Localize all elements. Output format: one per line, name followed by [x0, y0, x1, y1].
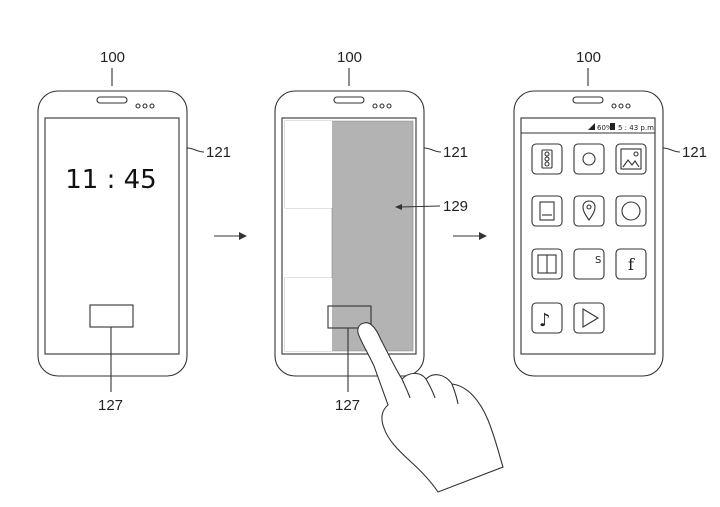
app-tile-7[interactable] — [531, 248, 563, 280]
phone-1: 100 11 : 45 121 127 — [37, 49, 231, 414]
phone-2-ref-label: 100 — [337, 49, 362, 66]
notepad-icon — [539, 201, 555, 221]
app-tile-9[interactable]: f — [615, 248, 647, 280]
app-tile-6[interactable] — [615, 195, 647, 227]
phone-1-speaker — [96, 96, 128, 104]
phone-3-speaker — [572, 96, 604, 104]
circle-icon — [582, 152, 596, 166]
s-app-icon: S — [595, 255, 601, 266]
phone-3-screen-ref-label: 121 — [682, 144, 707, 161]
signal-icon — [588, 123, 595, 130]
app-tile-3[interactable] — [615, 143, 647, 175]
phone-2-button-ref-label: 127 — [335, 397, 360, 414]
phone-2-pattern-ref-label: 129 — [443, 198, 468, 215]
phone-3-body — [513, 90, 664, 377]
phone-2-body — [274, 90, 425, 377]
phone-2: 100 121 129 127 — [274, 49, 504, 493]
battery-percent-text: 60% — [597, 124, 613, 132]
phone-3-screen-ref-leader — [662, 147, 681, 153]
play-icon — [582, 308, 600, 328]
app-tile-1[interactable] — [531, 143, 563, 175]
phone-2-pattern-ref-leader — [399, 205, 441, 208]
book-icon — [537, 254, 557, 274]
finger-hand-illustration — [357, 322, 504, 493]
phone-2-screen-ref-leader — [423, 147, 442, 153]
hand-detail-3 — [451, 383, 459, 405]
phone-1-unlock-button[interactable] — [89, 304, 134, 328]
phone-3-ref-label: 100 — [576, 49, 601, 66]
phone-1-sensors — [135, 103, 155, 109]
app-tile-8[interactable]: S — [573, 248, 605, 280]
phone-2-screen-ref-label: 121 — [443, 144, 468, 161]
app-tile-5[interactable] — [573, 195, 605, 227]
phone-1-screen-ref-leader — [186, 147, 205, 153]
phone-3: 100 60% 5 : 43 p.m. 121 — [513, 49, 707, 377]
battery-icon — [610, 123, 615, 130]
app-tile-11[interactable] — [573, 302, 605, 334]
traffic-light-icon — [541, 149, 553, 169]
phone-1-screen-ref-label: 121 — [206, 144, 231, 161]
map-pin-icon — [582, 200, 596, 221]
phone-1-body — [37, 90, 188, 377]
app-tile-2[interactable] — [573, 143, 605, 175]
app-grid: S f ♪ — [531, 143, 647, 334]
phone-3-screen — [520, 117, 656, 355]
lock-clock-text: 11 : 45 — [65, 165, 156, 195]
transition-arrow-2 — [453, 232, 487, 240]
music-note-icon: ♪ — [539, 310, 551, 331]
phone-1-ref-label: 100 — [100, 49, 125, 66]
ring-icon — [621, 201, 641, 221]
status-time-text: 5 : 43 p.m. — [618, 124, 656, 132]
phone-1-screen — [44, 117, 180, 355]
gallery-icon — [620, 148, 642, 170]
hand-detail-1 — [401, 378, 411, 399]
app-tile-4[interactable] — [531, 195, 563, 227]
app-tile-10[interactable]: ♪ — [531, 302, 563, 334]
phone-2-sensors — [372, 103, 392, 109]
phone-2-screen — [281, 117, 417, 355]
phone-3-sensors — [611, 103, 631, 109]
facebook-icon: f — [628, 255, 635, 274]
phone-2-unlock-button[interactable] — [327, 305, 372, 329]
transition-arrow-1 — [214, 232, 247, 240]
phone-2-speaker — [333, 96, 365, 104]
hand-detail-2 — [425, 378, 436, 399]
phone-1-button-ref-label: 127 — [98, 397, 123, 414]
